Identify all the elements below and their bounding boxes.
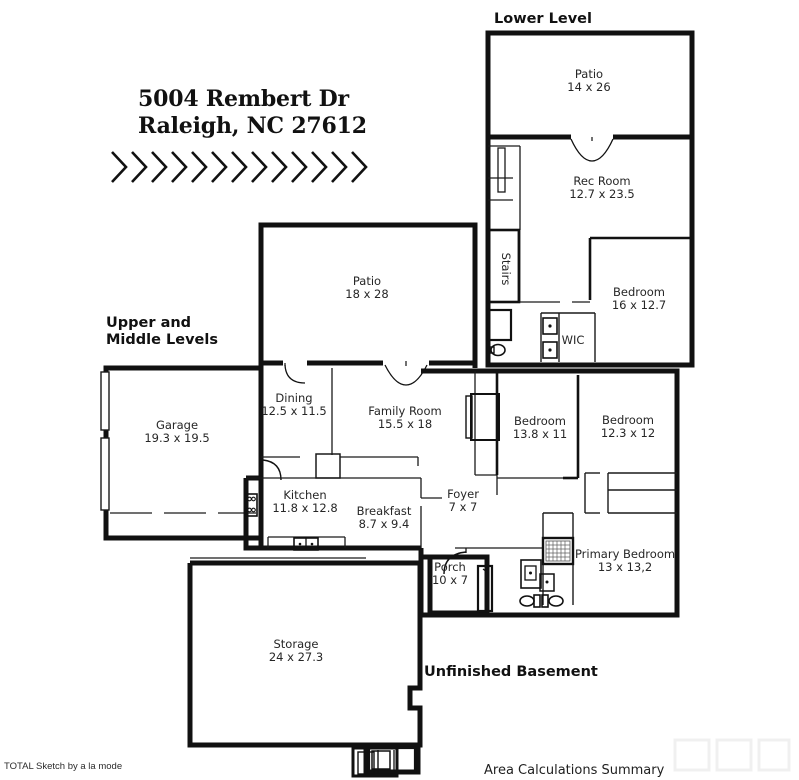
chevron-icon xyxy=(191,151,208,183)
sketch-page-icon xyxy=(351,746,399,778)
section-title-upper-line-1: Upper and xyxy=(106,315,192,331)
section-title-upper-line-2: Middle Levels xyxy=(106,332,218,348)
room-dimensions: 18 x 28 xyxy=(345,287,389,302)
sketch-credit: TOTAL Sketch by a la mode xyxy=(4,761,123,772)
room-dimensions: 8.7 x 9.4 xyxy=(358,517,410,532)
room-name: Dining xyxy=(275,391,313,405)
chevron-icon xyxy=(151,151,168,183)
basement-outline xyxy=(187,557,423,775)
upper-patio-outline xyxy=(258,222,478,386)
room-name: Patio xyxy=(574,67,604,81)
room-name: Bedroom xyxy=(513,414,567,428)
room-name: Rec Room xyxy=(573,174,631,188)
room-name: Porch xyxy=(434,560,466,574)
chevron-icon xyxy=(211,151,228,183)
room-name: Primary Bedroom xyxy=(574,547,676,561)
room-name: Stairs xyxy=(499,252,513,286)
room-name: Breakfast xyxy=(356,504,412,518)
room-name: Family Room xyxy=(368,404,442,418)
room-name: Foyer xyxy=(447,487,479,501)
room-dimensions: 15.5 x 18 xyxy=(377,417,433,432)
room-dimensions: 19.3 x 19.5 xyxy=(144,431,210,446)
chevron-icon xyxy=(331,151,348,183)
room-dimensions: 11.8 x 12.8 xyxy=(272,501,338,516)
room-dimensions: 13 x 13,2 xyxy=(597,560,653,575)
room-dimensions: 12.7 x 23.5 xyxy=(569,187,635,202)
room-name: Garage xyxy=(155,418,199,432)
section-title-lower-level: Lower Level xyxy=(494,11,592,27)
chevron-icon xyxy=(171,151,188,183)
chevron-icon xyxy=(271,151,288,183)
room-dimensions: 13.8 x 11 xyxy=(512,427,568,442)
chevron-icon xyxy=(291,151,308,183)
room-name: Storage xyxy=(273,637,319,651)
chevron-icon xyxy=(311,151,328,183)
chevron-icon xyxy=(351,151,368,183)
main-level-interior-walls xyxy=(245,368,677,608)
address-line-2: Raleigh, NC 27612 xyxy=(138,113,367,139)
room-dimensions: 10 x 7 xyxy=(431,573,469,588)
room-dimensions: 24 x 27.3 xyxy=(268,650,324,665)
room-name: WIC xyxy=(561,333,585,347)
room-name: Bedroom xyxy=(601,413,655,427)
room-label-stairs: Stairs xyxy=(499,253,513,286)
room-name: Kitchen xyxy=(283,488,327,502)
room-dimensions: 16 x 12.7 xyxy=(611,298,667,313)
chevron-icon xyxy=(231,151,248,183)
room-dimensions: 7 x 7 xyxy=(448,500,478,515)
lower-level-interior-walls xyxy=(486,134,692,362)
room-name: Patio xyxy=(352,274,382,288)
watermark xyxy=(673,738,791,772)
chevron-icon xyxy=(251,151,268,183)
main-level-outline xyxy=(100,365,264,541)
room-dimensions: 14 x 26 xyxy=(567,80,611,95)
chevron-icon xyxy=(111,151,128,183)
room-dimensions: 12.5 x 11.5 xyxy=(261,404,327,419)
lower-level-outline xyxy=(485,30,695,368)
room-dimensions: 12.3 x 12 xyxy=(600,426,656,441)
chevron-ornament xyxy=(111,151,368,183)
room-name: Bedroom xyxy=(612,285,666,299)
chevron-icon xyxy=(131,151,148,183)
section-title-unfinished-basement: Unfinished Basement xyxy=(424,664,598,680)
area-calculations-summary-label: Area Calculations Summary xyxy=(484,763,665,778)
address-line-1: 5004 Rembert Dr xyxy=(138,86,349,112)
room-label-wic: WIC xyxy=(561,333,585,347)
